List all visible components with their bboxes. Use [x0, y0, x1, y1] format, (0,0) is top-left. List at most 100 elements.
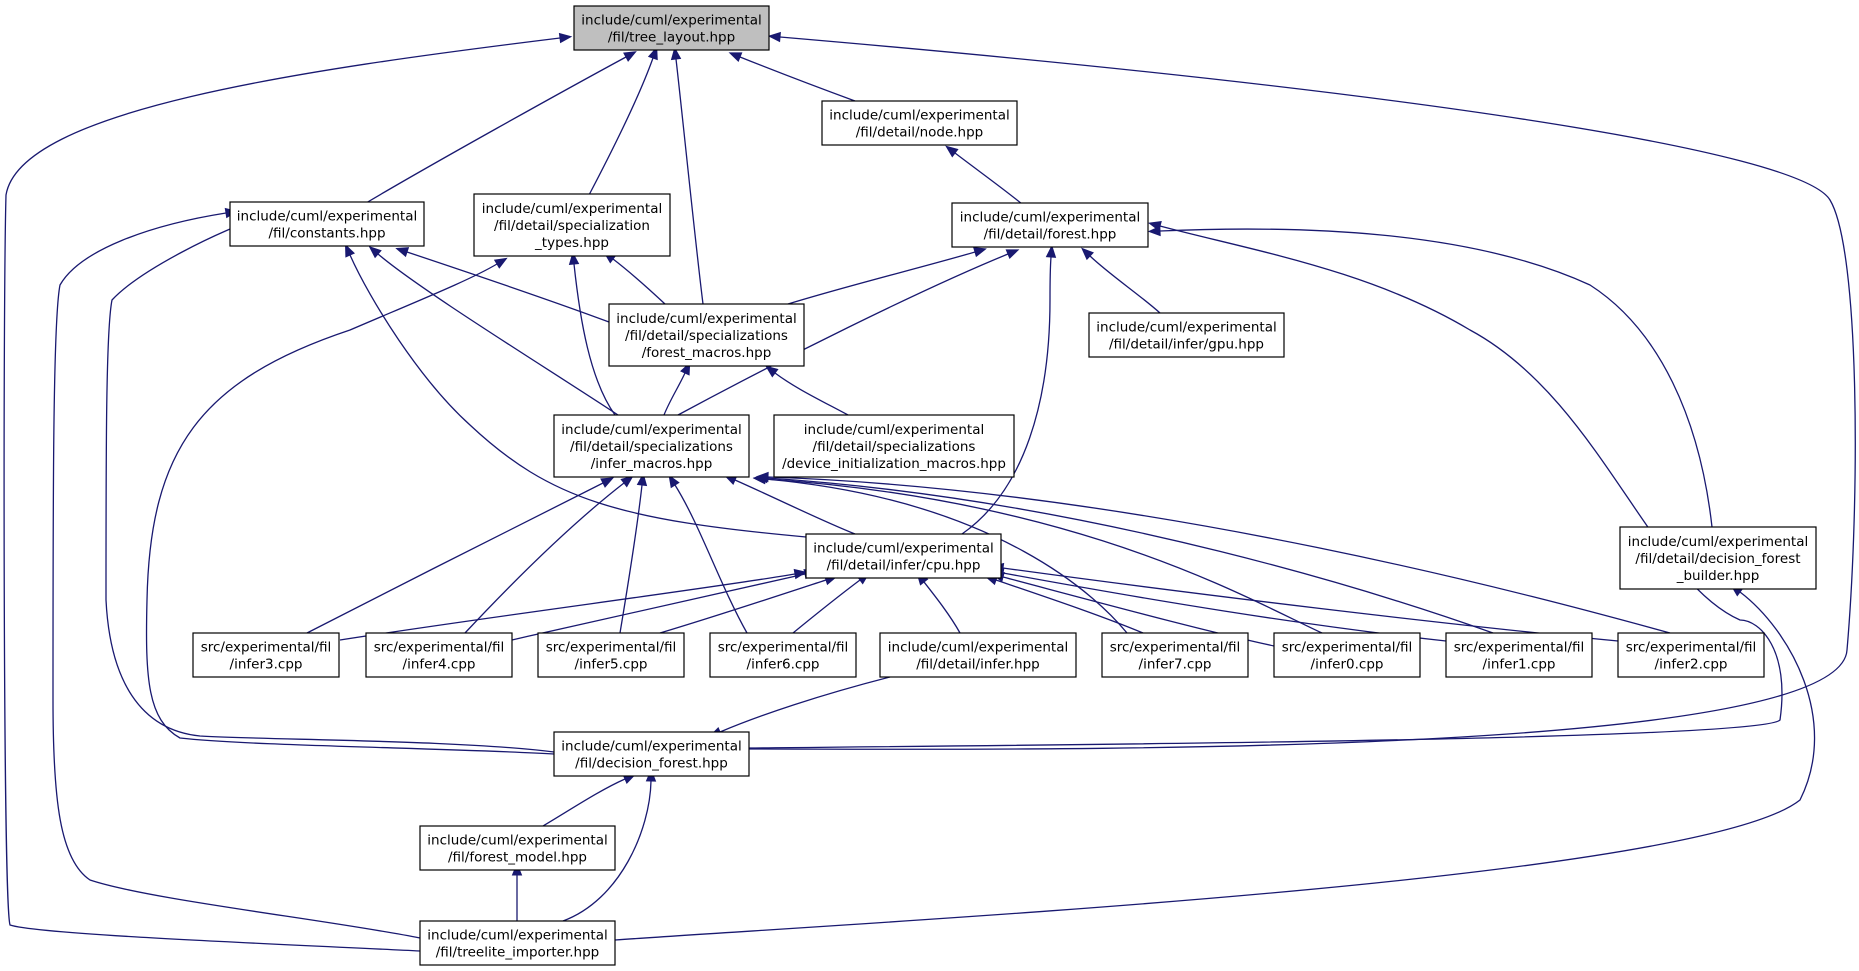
node-infer7[interactable]: src/experimental/fil/infer7.cpp	[1101, 632, 1249, 678]
node-label-line: /fil/tree_layout.hpp	[608, 30, 735, 46]
edge-line	[792, 579, 861, 634]
edge-line	[562, 780, 652, 922]
edge-line	[767, 476, 1671, 634]
edge-infer_hpp-to-decision_forest	[708, 676, 891, 737]
edge-spec_types-to-tree_layout	[588, 46, 658, 196]
edge-infer_macros-to-constants	[368, 245, 619, 416]
node-infer-macros[interactable]: include/cuml/experimental/fil/detail/spe…	[553, 414, 750, 478]
node-forest-macros[interactable]: include/cuml/experimental/fil/detail/spe…	[608, 303, 805, 367]
edge-line	[612, 258, 666, 305]
node-label-line: include/cuml/experimental	[804, 422, 984, 438]
node-tree-layout[interactable]: include/cuml/experimental/fil/tree_layou…	[573, 5, 770, 51]
node-label-line: include/cuml/experimental	[427, 833, 607, 849]
node-box	[229, 201, 425, 247]
node-node[interactable]: include/cuml/experimental/fil/detail/nod…	[821, 100, 1018, 146]
arrowhead	[620, 475, 634, 488]
node-box	[1088, 312, 1285, 358]
node-box	[553, 731, 750, 777]
node-decision-forest[interactable]: include/cuml/experimental/fil/decision_f…	[553, 731, 750, 777]
edge-infer_macros-to-spec_types	[568, 251, 616, 416]
node-label-line: _types.hpp	[534, 235, 609, 251]
edge-infer6-to-infer_macros	[668, 474, 748, 634]
edge-line	[588, 57, 654, 196]
edge-gpu-to-forest	[1081, 247, 1161, 314]
edge-line	[663, 372, 686, 416]
arrowhead	[668, 474, 680, 489]
edge-line	[719, 676, 891, 733]
edge-line	[1002, 572, 1447, 642]
node-infer2[interactable]: src/experimental/fil/infer2.cpp	[1617, 632, 1765, 678]
edge-line	[306, 482, 604, 634]
edge-line	[787, 251, 976, 305]
edge-line	[748, 225, 1783, 749]
edge-line	[1002, 567, 1619, 642]
edge-infer_macros-to-forest_macros	[663, 361, 691, 416]
edge-line	[774, 372, 849, 416]
node-device-init[interactable]: include/cuml/experimental/fil/detail/spe…	[773, 414, 1015, 478]
edge-cpu-to-forest	[961, 244, 1057, 535]
node-infer3[interactable]: src/experimental/fil/infer3.cpp	[192, 632, 340, 678]
node-box	[1273, 632, 1421, 678]
edge-line	[349, 254, 807, 538]
edge-line	[764, 478, 1128, 634]
node-label-line: /fil/detail/infer.hpp	[916, 657, 1040, 673]
arrowhead	[767, 31, 781, 43]
node-label-line: /fil/detail/infer/gpu.hpp	[1109, 337, 1264, 353]
node-forest[interactable]: include/cuml/experimental/fil/detail/for…	[951, 202, 1149, 248]
arrowhead	[670, 46, 682, 61]
edge-decision_forest-to-spec_types	[145, 257, 555, 755]
arrowhead	[1005, 249, 1020, 260]
node-forest-model[interactable]: include/cuml/experimental/fil/forest_mod…	[419, 825, 616, 871]
node-label-line: _builder.hpp	[1676, 568, 1760, 584]
node-label-line: include/cuml/experimental	[482, 201, 662, 217]
node-infer4[interactable]: src/experimental/fil/infer4.cpp	[365, 632, 513, 678]
node-infer0[interactable]: src/experimental/fil/infer0.cpp	[1273, 632, 1421, 678]
node-label-line: /fil/detail/node.hpp	[856, 125, 984, 141]
arrowhead	[623, 51, 637, 62]
node-label-line: src/experimental/fil	[546, 640, 677, 656]
node-infer1[interactable]: src/experimental/fil/infer1.cpp	[1445, 632, 1593, 678]
edge-decision_forest-to-tree_layout	[748, 31, 1856, 750]
node-label-line: /forest_macros.hpp	[642, 345, 772, 361]
node-infer6[interactable]: src/experimental/fil/infer6.cpp	[709, 632, 857, 678]
edge-line	[734, 479, 856, 535]
node-label-line: /fil/detail/specialization	[494, 218, 650, 234]
edge-line	[614, 591, 1816, 941]
node-box	[1617, 632, 1765, 678]
node-label-line: src/experimental/fil	[1454, 640, 1585, 656]
node-cpu[interactable]: include/cuml/experimental/fil/detail/inf…	[805, 533, 1002, 579]
node-box	[1619, 526, 1817, 590]
node-spec-types[interactable]: include/cuml/experimental/fil/detail/spe…	[473, 193, 671, 257]
edge-line	[52, 212, 421, 939]
edge-treelite-to-tree_layout	[3, 32, 573, 952]
node-gpu[interactable]: include/cuml/experimental/fil/detail/inf…	[1088, 312, 1285, 358]
node-label-line: /fil/forest_model.hpp	[448, 850, 587, 866]
node-label-line: src/experimental/fil	[1626, 640, 1757, 656]
node-infer5[interactable]: src/experimental/fil/infer5.cpp	[537, 632, 685, 678]
arrowhead	[647, 46, 658, 61]
edge-line	[954, 152, 1023, 205]
node-box	[537, 632, 685, 678]
node-label-line: include/cuml/experimental	[1096, 320, 1276, 336]
node-label-line: include/cuml/experimental	[616, 311, 796, 327]
node-label-line: /fil/constants.hpp	[268, 226, 385, 242]
node-label-line: include/cuml/experimental	[1628, 534, 1808, 550]
node-box	[1445, 632, 1593, 678]
node-label-line: /infer3.cpp	[230, 657, 303, 673]
node-label-line: /fil/treelite_importer.hpp	[436, 945, 600, 961]
node-infer-hpp[interactable]: include/cuml/experimental/fil/detail/inf…	[879, 632, 1077, 678]
node-constants[interactable]: include/cuml/experimental/fil/constants.…	[229, 201, 425, 247]
node-treelite[interactable]: include/cuml/experimental/fil/treelite_i…	[419, 920, 616, 966]
node-label-line: include/cuml/experimental	[581, 13, 761, 29]
edge-line	[961, 256, 1052, 535]
edge-forest_model-to-decision_forest	[542, 774, 637, 827]
edge-line	[3, 37, 561, 952]
node-box	[419, 825, 616, 871]
node-dfb[interactable]: include/cuml/experimental/fil/detail/dec…	[1619, 526, 1817, 590]
edge-cpu-to-infer_macros	[723, 474, 856, 535]
node-box	[419, 920, 616, 966]
edge-line	[464, 482, 625, 634]
edge-infer4-to-infer_macros	[464, 475, 634, 634]
node-label-line: include/cuml/experimental	[829, 108, 1009, 124]
